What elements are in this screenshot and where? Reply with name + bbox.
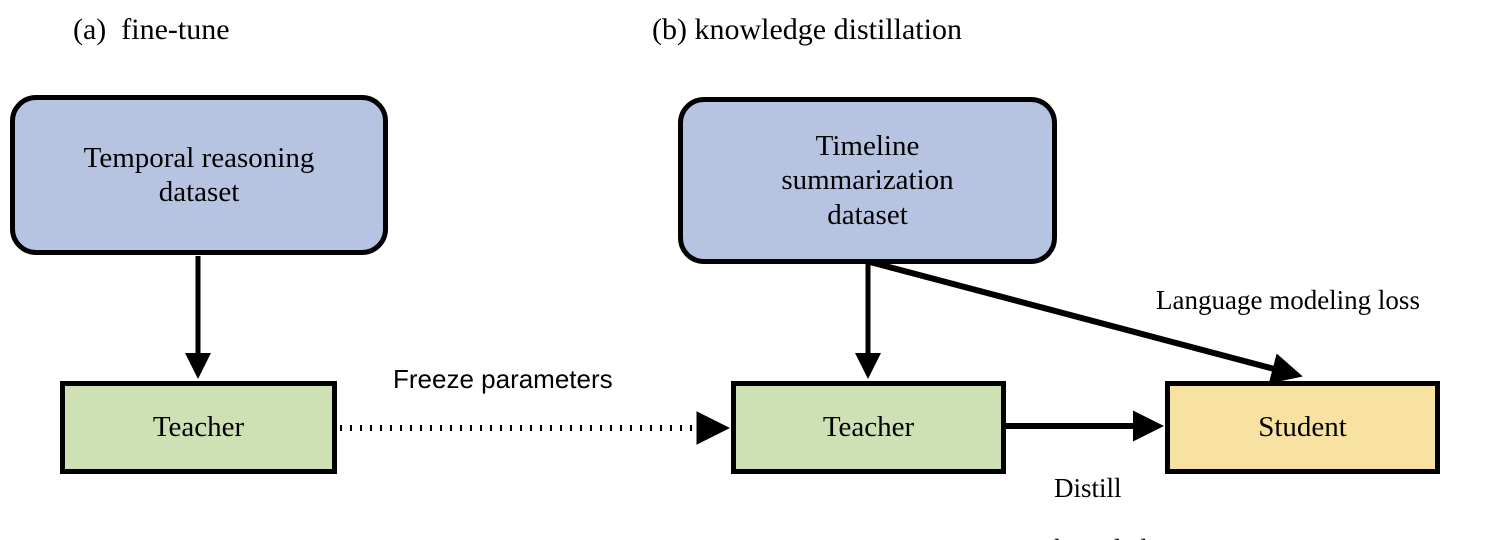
node-student[interactable]: Student (1165, 381, 1440, 474)
edge-label-freeze-parameters: Freeze parameters (393, 364, 613, 394)
node-timeline-summarization-dataset[interactable]: Timeline summarization dataset (678, 97, 1057, 264)
node-teacher-a[interactable]: Teacher (60, 381, 337, 474)
node-label-line-1: Temporal reasoning (83, 141, 315, 174)
panel-b-title: (b) knowledge distillation (652, 13, 962, 46)
node-label-line-1: Timeline (815, 130, 920, 163)
node-label-line-2: dataset (158, 176, 240, 208)
node-label: Temporal reasoning dataset (84, 141, 315, 209)
node-teacher-b[interactable]: Teacher (731, 381, 1006, 474)
edge-label-line-2: knowledge (1054, 534, 1172, 540)
node-label: Teacher (822, 411, 915, 444)
node-label-line-2: summarization (781, 164, 954, 197)
node-label: Teacher (152, 411, 245, 444)
edge-label-language-modeling-loss: Language modeling loss (1156, 285, 1420, 315)
panel-a-title: (a) fine-tune (73, 13, 230, 46)
node-temporal-reasoning-dataset[interactable]: Temporal reasoning dataset (10, 95, 388, 255)
edge-label-line-1: Distill (1054, 473, 1122, 504)
node-label-line-3: dataset (827, 198, 908, 231)
edge-language-modeling-loss (869, 259, 1303, 384)
node-label: Student (1258, 411, 1347, 444)
node-label: Timeline summarization dataset (781, 129, 953, 232)
edge-label-distill-knowledge: Distill knowledge (1027, 443, 1172, 540)
